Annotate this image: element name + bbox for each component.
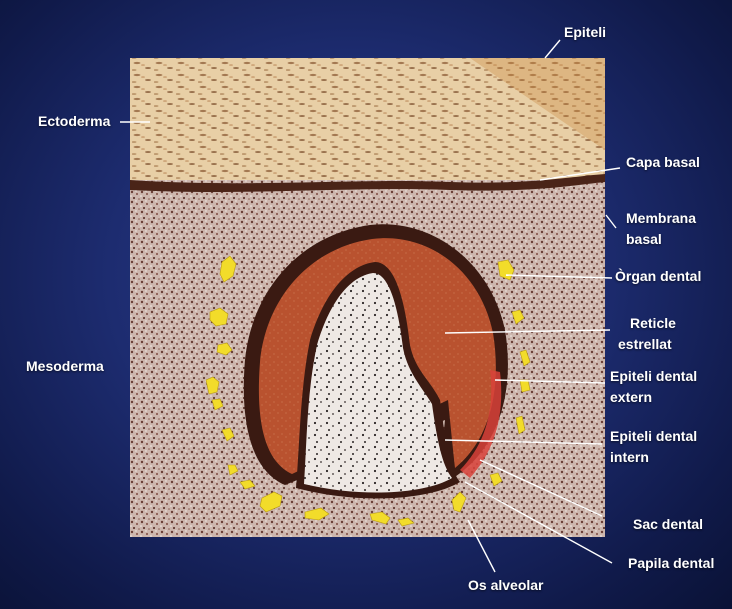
label-epiteli-dental-intern-line2: intern — [610, 447, 697, 468]
label-reticle-estrellat-line2: estrellat — [618, 334, 676, 355]
label-epiteli-dental-extern-line1: Epiteli dental — [610, 366, 697, 387]
label-mesoderma: Mesoderma — [26, 356, 104, 377]
label-membrana-basal: Membrana basal — [626, 208, 696, 250]
label-os-alveolar: Os alveolar — [468, 575, 544, 596]
label-sac-dental: Sac dental — [633, 514, 703, 535]
label-epiteli-dental-intern-line1: Epiteli dental — [610, 426, 697, 447]
label-epiteli: Epiteli — [564, 22, 606, 43]
label-reticle-estrellat-line1: Reticle — [618, 313, 676, 334]
label-reticle-estrellat: Reticle estrellat — [618, 313, 676, 355]
label-ectoderma: Ectoderma — [38, 111, 110, 132]
label-epiteli-dental-extern-line2: extern — [610, 387, 697, 408]
label-organ-dental: Òrgan dental — [615, 266, 701, 287]
label-membrana-basal-line1: Membrana — [626, 208, 696, 229]
label-membrana-basal-line2: basal — [626, 229, 696, 250]
label-capa-basal: Capa basal — [626, 152, 700, 173]
label-epiteli-dental-extern: Epiteli dental extern — [610, 366, 697, 408]
label-epiteli-dental-intern: Epiteli dental intern — [610, 426, 697, 468]
label-papila-dental: Papila dental — [628, 553, 714, 574]
